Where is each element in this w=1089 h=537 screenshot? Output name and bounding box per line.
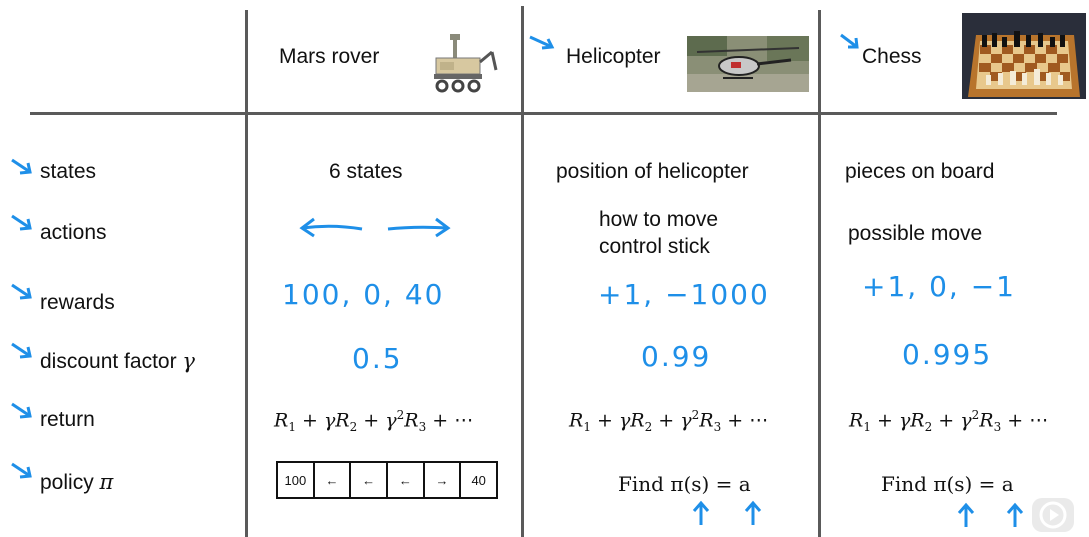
discount-factor-text: discount factor — [40, 350, 177, 373]
chess-return-formula: R1 + γR2 + γ2R3 + ⋯ — [849, 408, 1049, 435]
policy-cell-right-arrow: → — [425, 463, 462, 497]
row-label-policy: policy π — [40, 470, 113, 495]
mars-policy-grid: 100 ← ← ← → 40 — [276, 461, 498, 499]
row-pointer-icon — [11, 342, 32, 359]
chess-policy-formula: Find π(s) = a — [881, 472, 1014, 496]
row-label-return: return — [40, 408, 95, 431]
chess-rewards: +1, 0, −1 — [862, 270, 1016, 303]
mars-actions-arrows-icon — [299, 217, 451, 238]
row-label-actions: actions — [40, 221, 107, 244]
mars-rover-header: Mars rover — [279, 45, 380, 68]
up-arrow-icon — [744, 500, 762, 525]
up-arrow-icon — [1006, 502, 1024, 527]
row-pointer-icon — [11, 214, 32, 231]
gamma-symbol: γ — [182, 349, 195, 373]
row-pointer-icon — [11, 158, 32, 175]
mars-return-formula: R1 + γR2 + γ2R3 + ⋯ — [274, 408, 474, 435]
mars-states: 6 states — [329, 160, 403, 183]
row-label-discount-factor: discount factor γ — [40, 349, 195, 374]
helicopter-actions-line2: control stick — [599, 235, 710, 258]
helicopter-return-formula: R1 + γR2 + γ2R3 + ⋯ — [569, 408, 769, 435]
policy-cell: 100 — [278, 463, 315, 497]
pi-symbol: π — [99, 470, 114, 494]
up-arrow-icon — [957, 502, 975, 527]
helicopter-actions-line1: how to move — [599, 208, 719, 231]
chess-board-photo — [962, 13, 1086, 99]
column-divider-3 — [818, 10, 821, 537]
policy-cell: 40 — [471, 472, 486, 488]
header-divider — [30, 112, 1057, 115]
policy-text: policy — [40, 471, 94, 494]
row-label-rewards: rewards — [40, 291, 115, 314]
policy-cell-left-arrow: ← — [315, 463, 352, 497]
helicopter-discount: 0.99 — [641, 340, 712, 373]
helicopter-rewards: +1, −1000 — [598, 278, 770, 311]
up-arrow-icon — [692, 500, 710, 525]
play-button-icon[interactable] — [1030, 494, 1076, 534]
row-pointer-icon — [11, 283, 32, 300]
policy-cell-left-arrow: ← — [388, 463, 425, 497]
column-divider-1 — [245, 10, 248, 537]
header-pointer-icon — [840, 33, 859, 49]
helicopter-photo — [687, 36, 809, 92]
row-label-states: states — [40, 160, 97, 183]
chess-actions: possible move — [848, 222, 983, 245]
mars-discount: 0.5 — [352, 342, 403, 375]
helicopter-states: position of helicopter — [556, 160, 749, 183]
chess-states: pieces on board — [845, 160, 995, 183]
mars-rover-icon — [434, 34, 498, 93]
chess-discount: 0.995 — [902, 338, 993, 371]
row-pointer-icon — [11, 462, 32, 479]
mars-rewards: 100, 0, 40 — [282, 278, 445, 311]
row-pointer-icon — [11, 402, 32, 419]
helicopter-policy-formula: Find π(s) = a — [618, 472, 751, 496]
column-divider-2 — [521, 6, 524, 537]
policy-cell-left-arrow: ← — [351, 463, 389, 497]
chess-header: Chess — [862, 45, 922, 68]
helicopter-header: Helicopter — [566, 45, 661, 68]
header-pointer-icon — [529, 35, 555, 50]
